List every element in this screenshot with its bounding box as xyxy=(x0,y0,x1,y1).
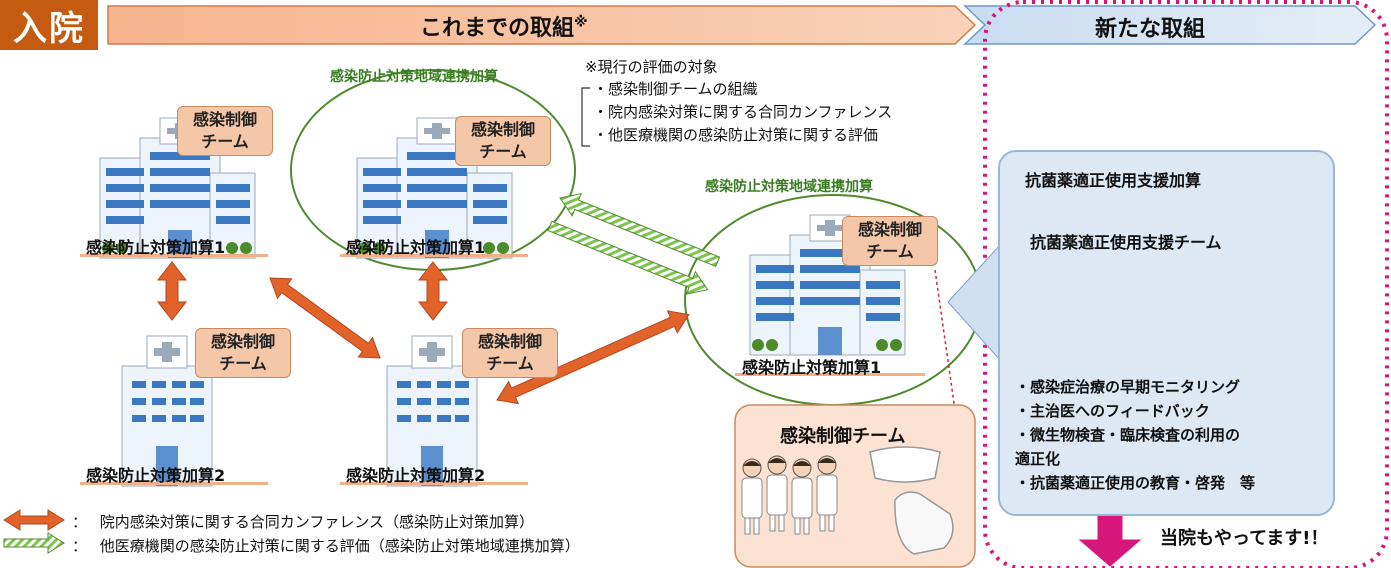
stewardship-bullet-4: ・抗菌薬適正使用の教育・啓発 等 xyxy=(1015,474,1256,492)
legend-sep: ： xyxy=(72,513,88,531)
we-do-this-too: 当院もやってます!！ xyxy=(1160,528,1329,549)
banner-previous-mark: ※ xyxy=(574,14,588,31)
team-box-line-1: 感染制御 xyxy=(192,110,257,129)
note-item-2: ・院内感染対策に関する合同カンファレンス xyxy=(593,103,893,121)
stewardship-bullet-2: ・主治医へのフィードバック xyxy=(1015,402,1210,420)
team-box-line-2: チーム xyxy=(866,242,914,261)
legend-evaluation-text: 他医療機関の感染防止対策に関する評価（感染防止対策地域連携加算） xyxy=(99,537,580,555)
team-box-line-2: チーム xyxy=(479,142,527,161)
hospital-label-3: 感染防止対策加算1 xyxy=(742,358,882,377)
hospital-label-2: 感染防止対策加算1 xyxy=(346,238,486,257)
legend-evaluation: ： 他医療機関の感染防止対策に関する評価（感染防止対策地域連携加算） xyxy=(72,535,580,556)
new-efforts-frame xyxy=(983,0,1389,568)
team-box-line-1: 感染制御 xyxy=(477,332,542,351)
team-box-2: 感染制御 チーム xyxy=(455,116,551,166)
legend-conference: ： 院内感染対策に関する合同カンファレンス（感染防止対策加算） xyxy=(72,511,534,532)
stewardship-title: 抗菌薬適正使用支援加算 xyxy=(1025,171,1202,190)
team-box-line-2: チーム xyxy=(201,132,249,151)
hospital-label-1: 感染防止対策加算1 xyxy=(86,238,226,257)
banner-previous-shape xyxy=(107,5,977,45)
stewardship-panel xyxy=(998,150,1335,516)
hospital-label-4: 感染防止対策加算2 xyxy=(86,466,226,485)
legend-conference-text: 院内感染対策に関する合同カンファレンス（感染防止対策加算） xyxy=(99,513,535,531)
note-title: ※現行の評価の対象 xyxy=(585,58,718,76)
team-box-line-1: 感染制御 xyxy=(470,120,535,139)
admission-badge: 入院 xyxy=(0,0,98,50)
regional-title-1: 感染防止対策地域連携加算 xyxy=(330,69,498,85)
team-box-1: 感染制御 チーム xyxy=(177,106,273,156)
banner-new-shape xyxy=(963,5,1377,45)
ict-box-title: 感染制御チーム xyxy=(780,426,906,447)
stewardship-team: 抗菌薬適正使用支援チーム xyxy=(1030,233,1222,252)
team-box-line-2: チーム xyxy=(219,354,267,373)
banner-previous: これまでの取組※ xyxy=(420,10,588,42)
team-box-line-1: 感染制御 xyxy=(857,220,922,239)
team-box-line-2: チーム xyxy=(486,354,534,373)
hospital-label-5: 感染防止対策加算2 xyxy=(346,466,486,485)
stewardship-bullet-1: ・感染症治療の早期モニタリング xyxy=(1015,378,1241,396)
team-box-4: 感染制御 チーム xyxy=(195,328,291,378)
note-item-1: ・感染制御チームの組織 xyxy=(593,80,758,98)
team-box-line-1: 感染制御 xyxy=(210,332,275,351)
banner-previous-label: これまでの取組 xyxy=(420,16,575,41)
stewardship-bullet-3: ・微生物検査・臨床検査の利用の xyxy=(1015,426,1241,444)
team-box-3: 感染制御 チーム xyxy=(842,216,938,266)
regional-title-2: 感染防止対策地域連携加算 xyxy=(705,179,873,195)
banner-new: 新たな取組 xyxy=(1095,17,1206,42)
team-box-5: 感染制御 チーム xyxy=(462,328,558,378)
note-item-3: ・他医療機関の感染防止対策に関する評価 xyxy=(593,126,879,144)
stewardship-bullet-3-cont: 適正化 xyxy=(1015,450,1061,468)
legend-sep: ： xyxy=(72,537,88,555)
